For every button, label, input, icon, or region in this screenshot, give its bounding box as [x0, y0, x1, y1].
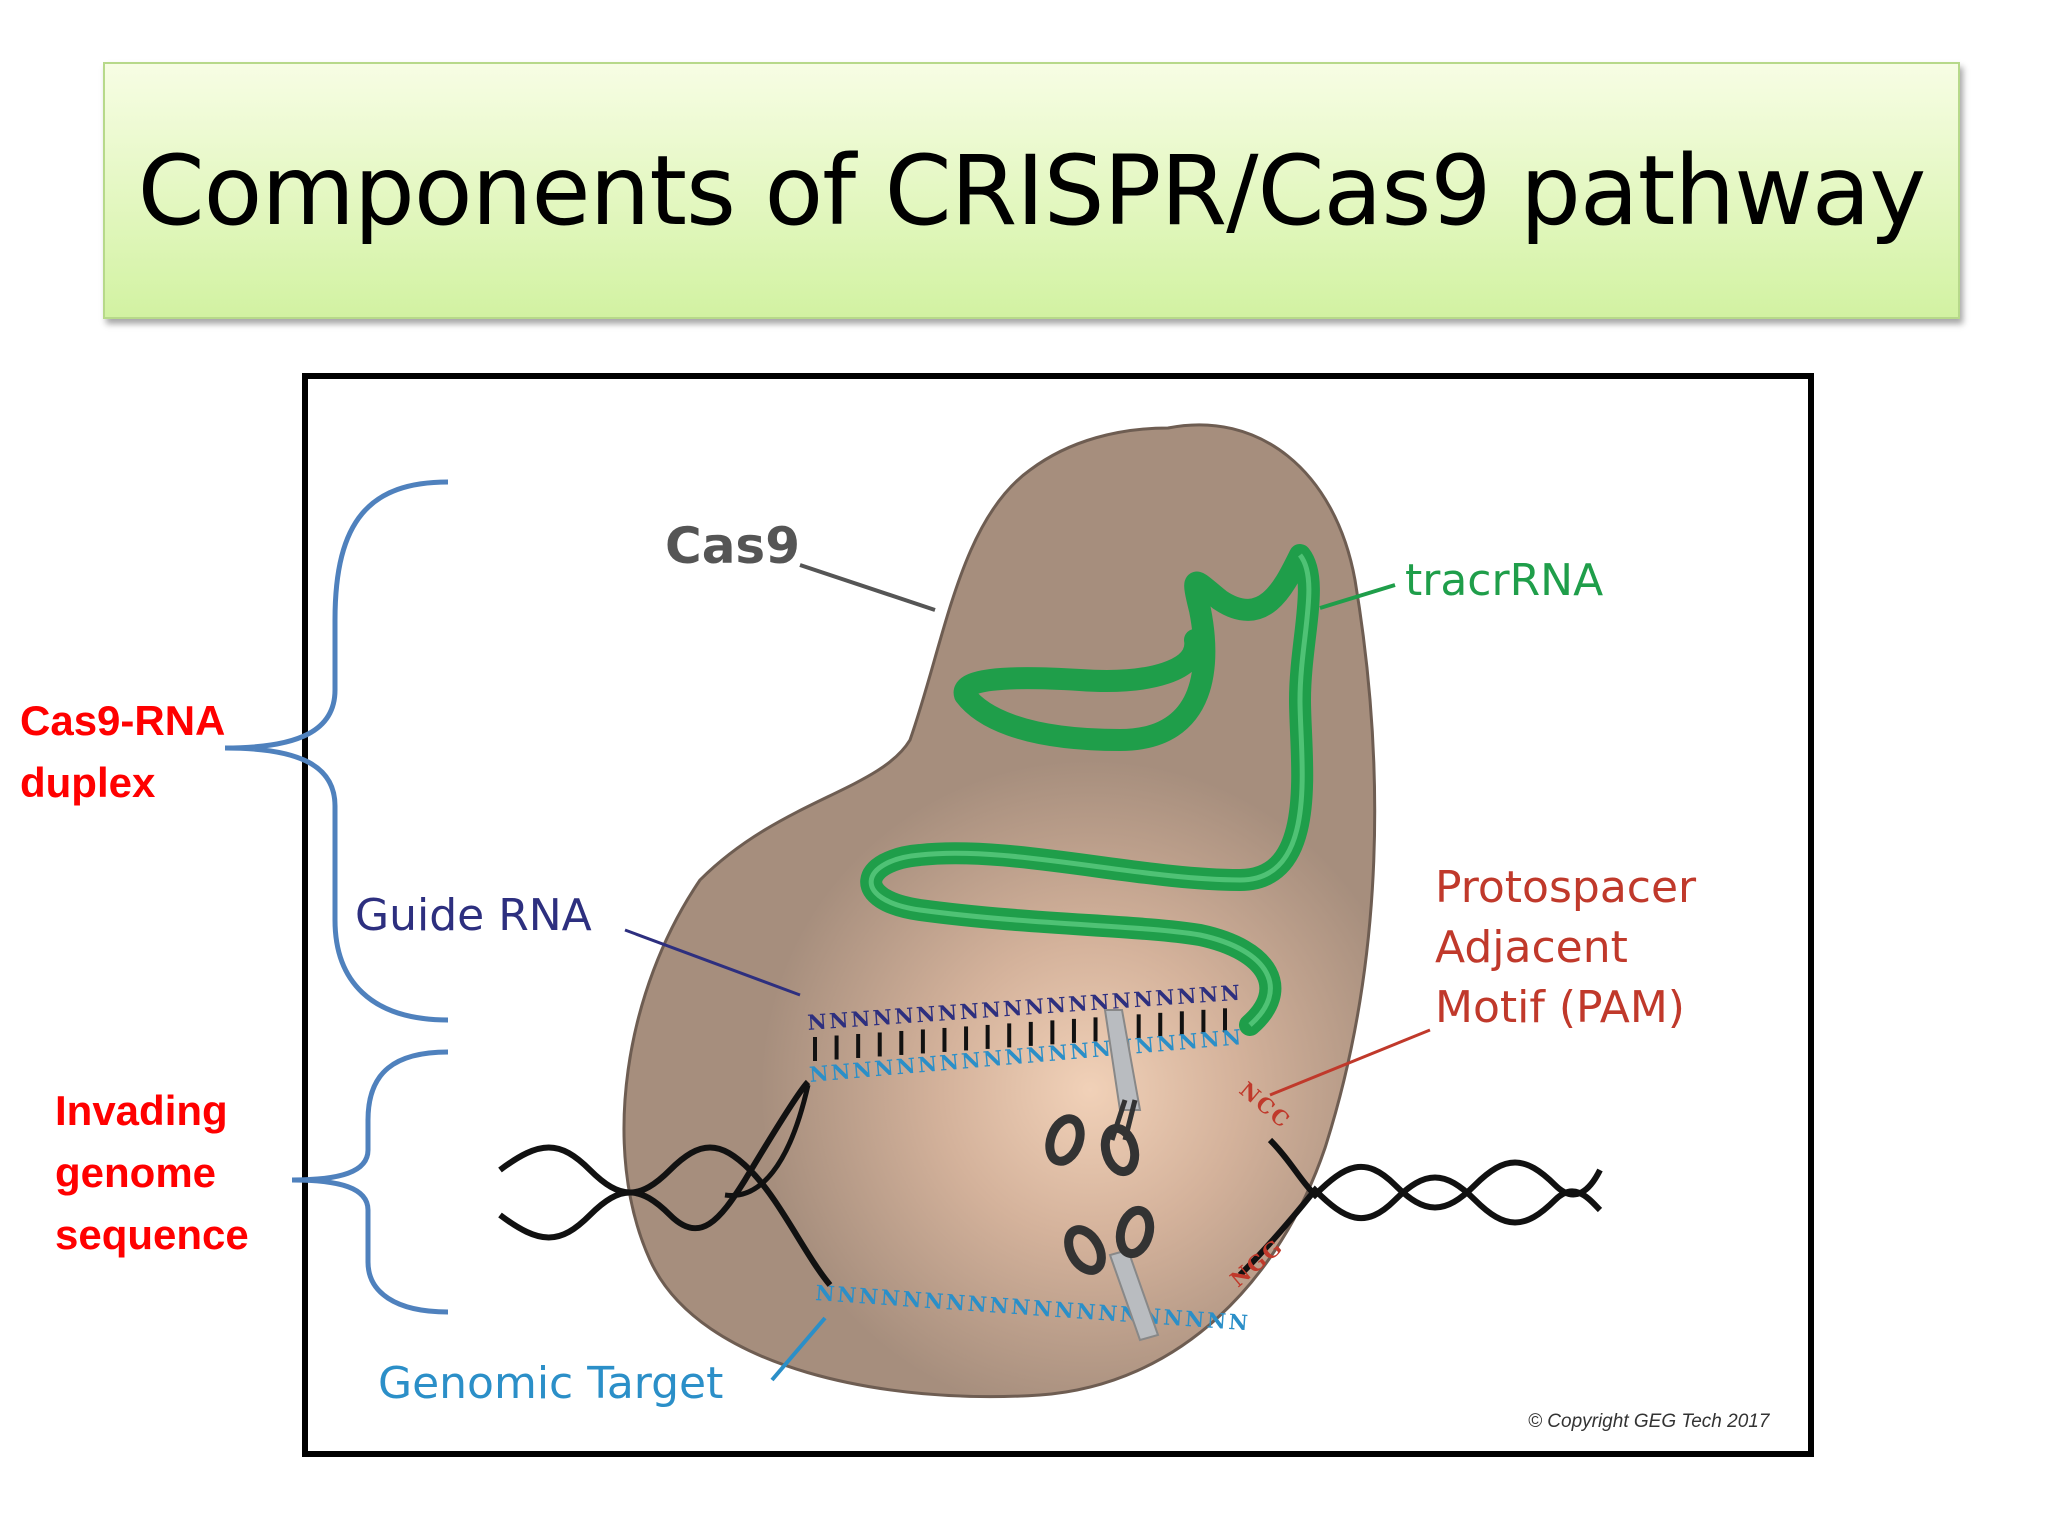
- label-line: Invading: [55, 1087, 228, 1134]
- dna-helix-right: [1237, 1137, 1603, 1278]
- label-line: genome: [55, 1149, 217, 1196]
- label-cas9-rna-duplex: Cas9-RNA duplex: [20, 690, 225, 814]
- guide-leader-line: [624, 928, 801, 997]
- tracr-rna-highlight: [868, 553, 1312, 1027]
- label-line: sequence: [55, 1211, 249, 1258]
- title-banner: Components of CRISPR/Cas9 pathway: [103, 62, 1960, 319]
- page-title: Components of CRISPR/Cas9 pathway: [137, 134, 1927, 247]
- pam-label-line-1: Protospacer: [1435, 862, 1697, 913]
- label-line: Cas9-RNA: [20, 697, 226, 744]
- dna-helix-left: [498, 1079, 833, 1287]
- tracr-leader-line: [1319, 583, 1396, 610]
- brace-duplex: [224, 479, 449, 1023]
- base-pair-ticks: [813, 1008, 1227, 1061]
- label-line: duplex: [20, 759, 156, 806]
- scissors-icon: [1064, 1205, 1160, 1342]
- brace-invading: [291, 1049, 449, 1315]
- pam-leader-line: [1269, 1028, 1431, 1097]
- genomic-target-label: Genomic Target: [378, 1358, 723, 1409]
- scissors-icon: [1045, 1009, 1142, 1177]
- genomic-leader-line: [770, 1316, 827, 1382]
- label-invading-genome-sequence: Invading genome sequence: [55, 1080, 249, 1266]
- guide-rna-label: Guide RNA: [355, 890, 592, 941]
- cas9-leader-line: [799, 563, 936, 612]
- tracr-rna-label: tracrRNA: [1405, 555, 1603, 606]
- cas9-label: Cas9: [665, 517, 800, 575]
- pam-label-line-3: Motif (PAM): [1435, 982, 1685, 1033]
- pam-label-line-2: Adjacent: [1435, 922, 1628, 973]
- copyright-text: © Copyright GEG Tech 2017: [1528, 1411, 1771, 1432]
